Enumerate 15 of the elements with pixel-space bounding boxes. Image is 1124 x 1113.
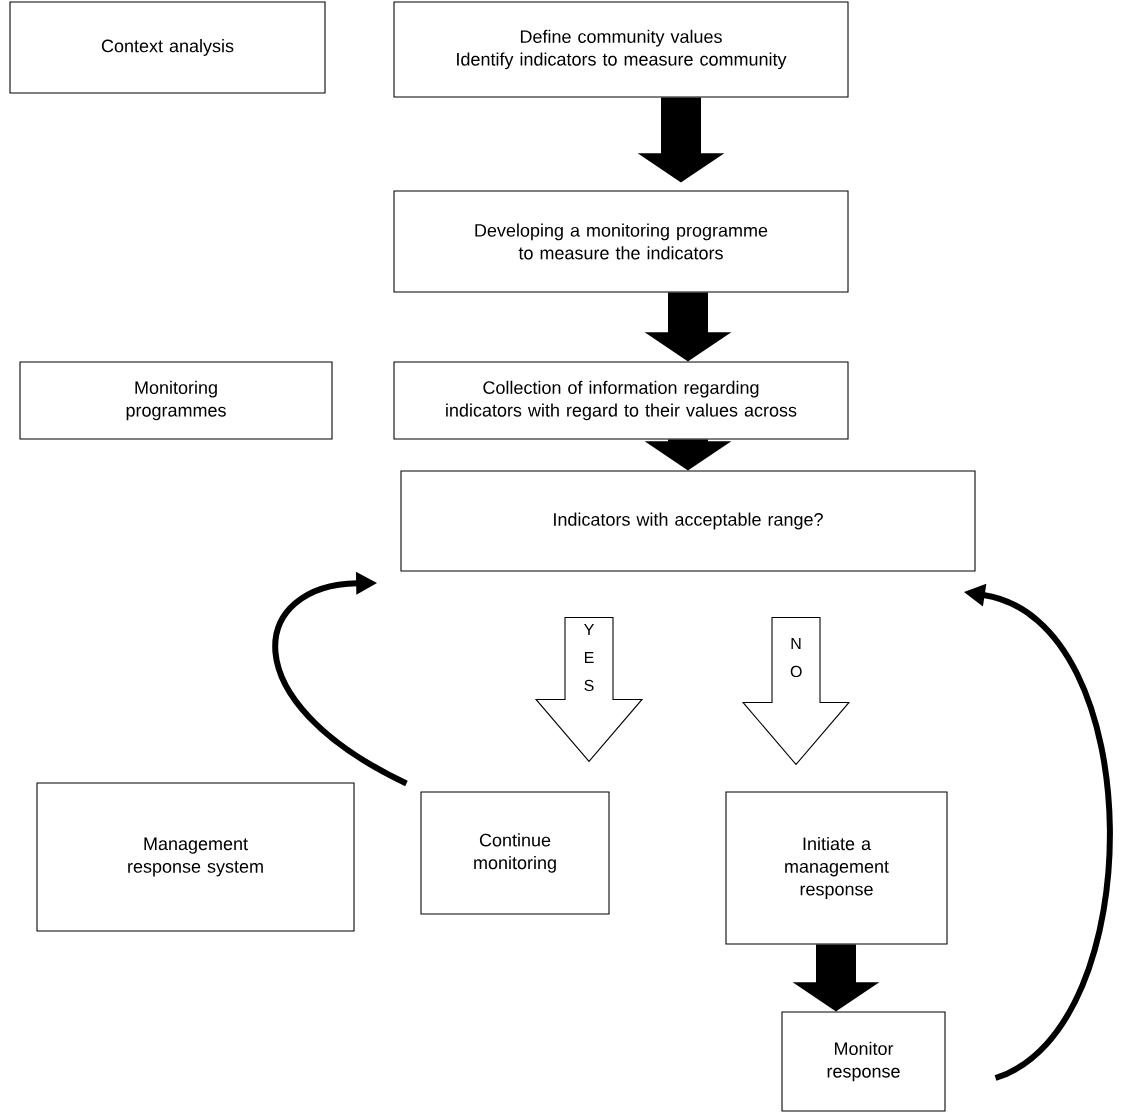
process-box: Collection of information regarding indicators with regard to their values across: [393, 361, 849, 440]
process-box: Continue monitoring: [420, 791, 610, 915]
process-box: Define community values Identify indicators to measure community: [393, 1, 849, 98]
hollow-arrow: [534, 617, 644, 763]
hollow-arrow: [741, 617, 851, 766]
curved-arrow: [272, 571, 408, 787]
process-box: Developing a monitoring programme to measure the indicators: [393, 190, 849, 293]
process-box: Context analysis: [9, 1, 326, 94]
process-box: Initiate a management response: [725, 791, 948, 945]
process-box: Monitor response: [781, 1011, 946, 1112]
process-box: Indicators with acceptable range?: [400, 470, 976, 572]
process-box: Management response system: [36, 782, 355, 932]
edge-label: N O: [788, 636, 804, 679]
edge-label: Y E S: [581, 622, 597, 693]
process-box: Monitoring programmes: [19, 361, 333, 440]
